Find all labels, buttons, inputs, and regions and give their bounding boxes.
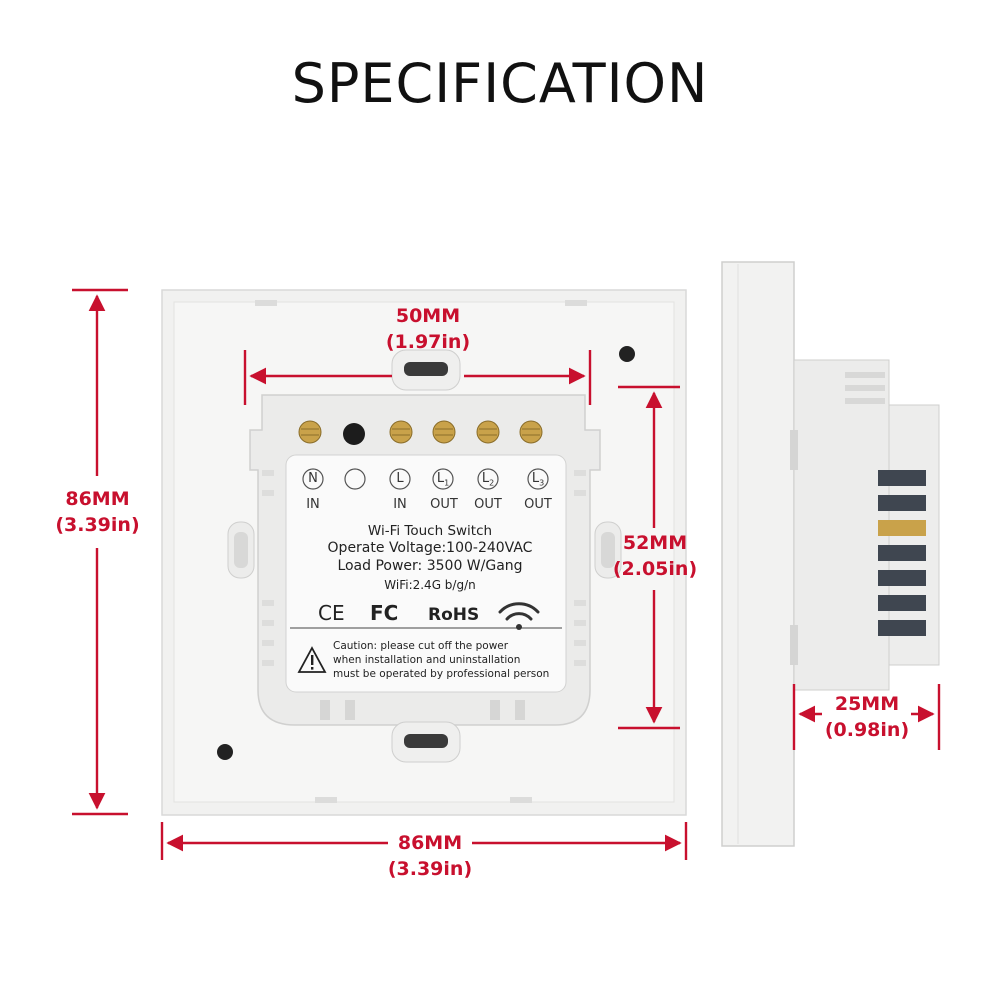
dimension-bottom-outer: 86MM(3.39in)	[387, 832, 473, 880]
dimension-right-inner: 52MM(2.05in)	[612, 532, 698, 580]
caution-line-3: must be operated by professional person	[333, 668, 550, 680]
terminal-screw-icon	[476, 420, 500, 444]
terminal-symbol: L1	[436, 471, 450, 488]
spec-load: Load Power: 3500 W/Gang	[337, 558, 523, 574]
terminal-label: IN	[393, 497, 407, 512]
svg-text:FC: FC	[370, 601, 398, 625]
terminal-screw-icon	[298, 420, 322, 444]
dimension-depth: 25MM(0.98in)	[824, 693, 910, 741]
dimension-left-outer: 86MM(3.39in)	[55, 488, 140, 536]
terminal-symbol: N	[308, 471, 318, 486]
screw-hole-icon	[619, 346, 635, 362]
spec-product: Wi-Fi Touch Switch	[367, 523, 493, 539]
spec-label	[285, 454, 567, 693]
terminal-label: IN	[306, 497, 320, 512]
dimension-lines	[72, 288, 941, 860]
terminal-label: OUT	[474, 497, 502, 512]
terminal-screws	[298, 420, 543, 445]
terminal-symbol: L3	[531, 471, 545, 488]
terminal-screw-icon	[432, 420, 456, 444]
side-view	[721, 261, 940, 847]
terminal-screw-icon	[343, 423, 365, 445]
terminal-screw-icon	[389, 420, 413, 444]
caution-line-2: when installation and uninstallation	[333, 654, 521, 666]
terminal-symbol: L	[396, 471, 404, 486]
terminal-symbol: L2	[481, 471, 495, 488]
svg-text:CE: CE	[318, 601, 345, 625]
screw-hole-icon	[217, 744, 233, 760]
wifi-icon	[498, 602, 540, 630]
fc-mark-icon: FC	[370, 601, 398, 625]
spec-wifi: WiFi:2.4G b/g/n	[384, 578, 476, 592]
terminal-screw-icon	[519, 420, 543, 444]
caution-line-1: Caution: please cut off the power	[333, 640, 509, 652]
page-title: SPECIFICATION	[291, 52, 709, 115]
terminal-label: OUT	[430, 497, 458, 512]
rohs-mark: RoHS	[428, 605, 480, 625]
ce-mark-icon: CE	[318, 601, 345, 625]
dimension-top-inner: 50MM(1.97in)	[385, 305, 471, 353]
warning-icon	[297, 646, 327, 673]
terminal-label: OUT	[524, 497, 552, 512]
spec-voltage: Operate Voltage:100-240VAC	[327, 540, 533, 556]
